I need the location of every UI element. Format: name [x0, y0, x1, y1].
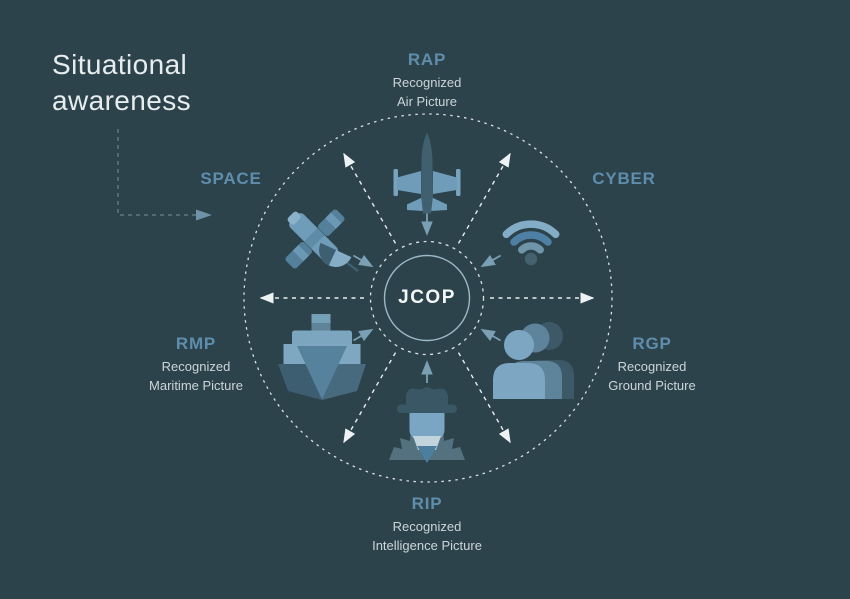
space-acronym: SPACE — [200, 169, 262, 188]
space-inward-arrow — [352, 254, 374, 268]
satellite-icon — [285, 209, 359, 272]
page-title-line2: awareness — [52, 85, 192, 116]
spy-icon — [389, 387, 465, 463]
rgp-acronym: RGP — [632, 334, 672, 353]
rgp-subline2: Ground Picture — [608, 377, 696, 393]
rap-subline2: Air Picture — [397, 93, 457, 109]
cyber-inward-arrow — [480, 254, 502, 268]
label-rmp: RMP Recognized Maritime Picture — [149, 334, 243, 394]
rap-subline1: Recognized — [392, 75, 462, 90]
rmp-acronym: RMP — [175, 334, 217, 353]
spoke-lower-left — [343, 352, 397, 444]
inward-arrows — [352, 213, 502, 383]
rip-subline2: Intelligence Picture — [372, 537, 482, 553]
outer-dashed-circle — [243, 113, 613, 483]
title-connector-arrow — [117, 129, 212, 221]
rip-acronym: RIP — [411, 494, 443, 513]
ship-icon — [278, 314, 366, 400]
rmp-inward-arrow — [352, 328, 374, 342]
label-rap: RAP Recognized Air Picture — [393, 50, 462, 110]
rip-subline1: Recognized — [392, 519, 462, 534]
label-rgp: RGP Recognized Ground Picture — [608, 334, 695, 394]
rap-acronym: RAP — [407, 50, 447, 69]
inner-dashed-circle — [369, 240, 485, 356]
fighter-jet-icon — [393, 133, 461, 214]
spoke-upper-right — [457, 152, 511, 244]
rgp-subline1: Recognized — [617, 359, 687, 374]
jcop-center-label: JCOP — [398, 287, 456, 308]
label-space: SPACE — [200, 169, 261, 189]
jcop-circle — [383, 254, 471, 342]
spoke-upper-left — [343, 152, 397, 244]
label-cyber: CYBER — [592, 169, 656, 189]
page-title: Situational awareness — [52, 47, 191, 119]
rmp-subline1: Recognized — [161, 359, 231, 374]
rmp-subline2: Maritime Picture — [149, 377, 243, 393]
page-title-line1: Situational — [52, 49, 188, 80]
rgp-inward-arrow — [480, 328, 502, 342]
people-icon — [493, 322, 574, 399]
spoke-arrows — [259, 152, 595, 444]
wifi-icon — [502, 220, 560, 266]
label-rip: RIP Recognized Intelligence Picture — [372, 494, 482, 554]
cyber-acronym: CYBER — [592, 169, 656, 188]
spoke-lower-right — [457, 352, 511, 444]
